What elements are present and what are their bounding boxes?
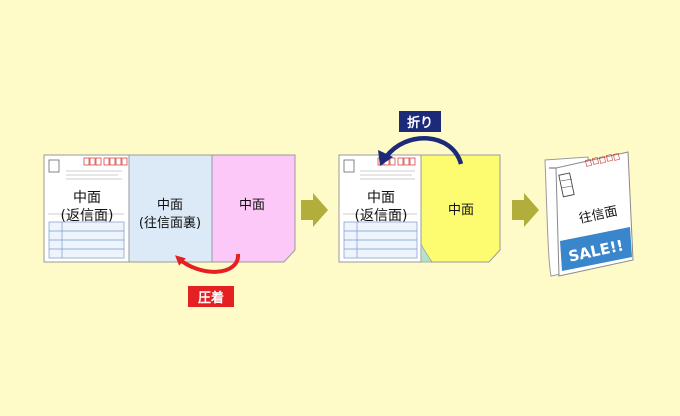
step2-stamp-box <box>343 159 355 173</box>
step1-address-lines <box>48 170 124 215</box>
step1-reply-label-1: 中面 <box>73 190 101 206</box>
press-curved-arrow <box>175 253 240 274</box>
step1-pink-label: 中面 <box>239 198 265 213</box>
step2-address-lines <box>343 170 417 215</box>
step2-half-folded-card: 中面 (返信面) 中面 折り <box>338 111 501 263</box>
step1-outgoing-back-label-2: (往信面裏) <box>139 216 201 231</box>
step2-reply-form-table <box>343 221 418 259</box>
fold-arrow-head <box>378 150 393 166</box>
step2-reply-label-1: 中面 <box>367 190 395 206</box>
step1-reply-form-table <box>48 221 125 259</box>
step1-outgoing-back-label-1: 中面 <box>157 198 183 213</box>
sale-banner <box>560 227 632 271</box>
fold-label: 折り <box>407 115 433 131</box>
step-arrow-2 <box>512 193 539 227</box>
step3-postal-code-boxes <box>585 153 620 167</box>
step1-flat-card: 中面 (返信面) 中面 (往信面裏) 中面 圧着 <box>43 154 296 307</box>
step1-pink-inner-panel <box>211 154 296 263</box>
step2-reply-label-2: (返信面) <box>355 208 408 224</box>
step1-reply-label-2: (返信面) <box>61 208 114 224</box>
step-arrow-1 <box>301 193 328 227</box>
step1-postal-code-boxes <box>83 157 128 166</box>
step1-stamp-box <box>48 159 60 173</box>
step2-fold-corner <box>420 243 433 263</box>
fold-curved-arrow <box>384 136 464 165</box>
step3-finished-card: 往信面 SALE!! <box>544 151 634 277</box>
fold-label-box <box>399 111 441 132</box>
step3-stamp-box <box>558 172 575 198</box>
press-label-box <box>188 286 234 307</box>
step2-yellow-label: 中面 <box>448 203 474 218</box>
step1-outgoing-back-panel <box>128 154 213 263</box>
press-label: 圧着 <box>198 290 224 306</box>
